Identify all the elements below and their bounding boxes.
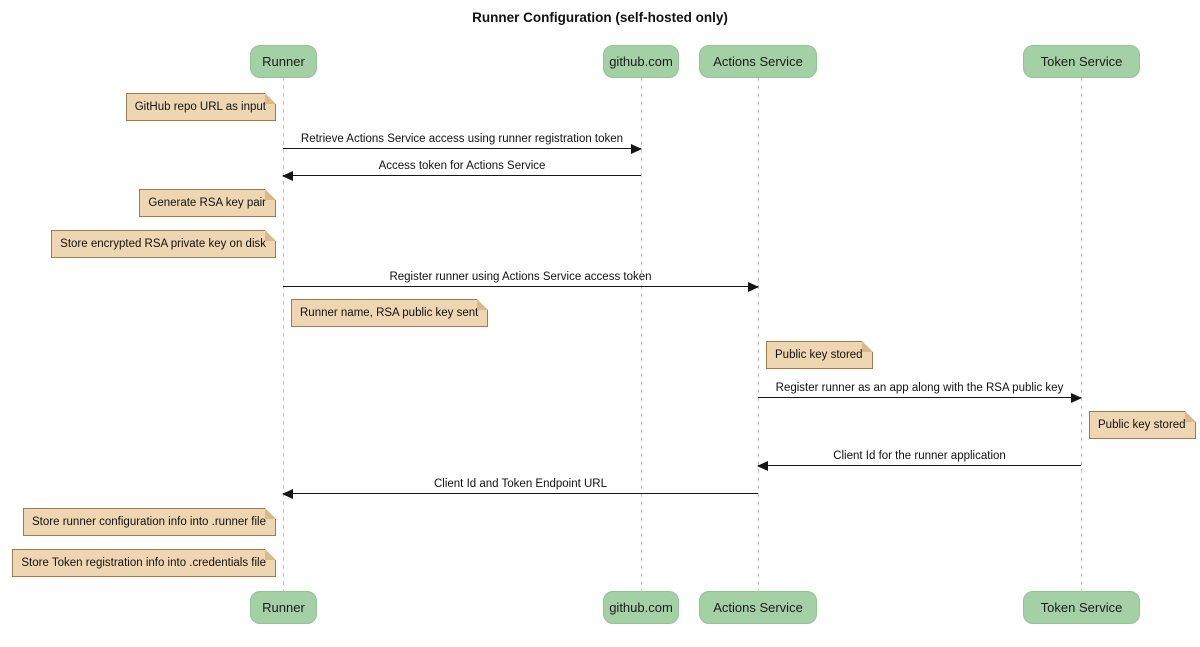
note-store-credentials-file: Store Token registration info into .cred… — [12, 549, 276, 577]
note-store-runner-file: Store runner configuration info into .ru… — [23, 508, 276, 536]
arrowhead-left-icon — [282, 171, 293, 181]
note-public-key-stored-token: Public key stored — [1089, 411, 1196, 439]
arrow-line — [283, 175, 641, 176]
actor-label: Token Service — [1040, 54, 1123, 69]
actor-label: Actions Service — [713, 600, 803, 615]
message-label: Register runner using Actions Service ac… — [389, 271, 652, 283]
actor-box-runner-bottom: Runner — [250, 591, 317, 624]
actor-label: Runner — [262, 54, 305, 69]
actor-label: github.com — [609, 600, 673, 615]
arrow-line — [283, 148, 641, 149]
note-text: Generate RSA key pair — [148, 197, 266, 209]
note-text: Store runner configuration info into .ru… — [32, 516, 266, 528]
arrowhead-left-icon — [757, 461, 768, 471]
actor-box-github-top: github.com — [603, 45, 679, 78]
arrowhead-right-icon — [748, 282, 759, 292]
actor-box-token-service-top: Token Service — [1023, 45, 1140, 78]
actor-label: Actions Service — [713, 54, 803, 69]
arrow-line — [283, 493, 758, 494]
note-text: Public key stored — [1098, 419, 1186, 431]
arrowhead-right-icon — [1071, 393, 1082, 403]
actor-box-actions-service-bottom: Actions Service — [699, 591, 817, 624]
arrow-line — [283, 286, 758, 287]
message-label: Register runner as an app along with the… — [775, 382, 1064, 394]
lifeline-github — [641, 77, 642, 591]
note-text: Store encrypted RSA private key on disk — [60, 238, 266, 250]
message-register-runner: Register runner using Actions Service ac… — [283, 269, 759, 292]
lifeline-token-service — [1081, 77, 1082, 591]
arrowhead-left-icon — [282, 489, 293, 499]
arrow-line — [758, 397, 1081, 398]
note-store-private-key: Store encrypted RSA private key on disk — [51, 230, 276, 258]
actor-box-github-bottom: github.com — [603, 591, 679, 624]
actor-label: Token Service — [1040, 600, 1123, 615]
note-text: Public key stored — [775, 349, 863, 361]
lifeline-actions-service — [758, 77, 759, 591]
note-public-key-stored-actions: Public key stored — [766, 341, 873, 369]
message-label: Client Id and Token Endpoint URL — [433, 478, 608, 490]
note-text: Store Token registration info into .cred… — [21, 557, 266, 569]
actor-box-runner-top: Runner — [250, 45, 317, 78]
message-label: Access token for Actions Service — [378, 160, 546, 172]
arrow-line — [758, 465, 1081, 466]
note-github-repo-url: GitHub repo URL as input — [125, 93, 277, 121]
note-generate-rsa: Generate RSA key pair — [139, 189, 276, 217]
arrowhead-right-icon — [631, 144, 642, 154]
message-client-id: Client Id for the runner application — [757, 448, 1081, 471]
lifeline-runner — [283, 77, 284, 591]
message-label: Client Id for the runner application — [833, 450, 1006, 462]
note-text: Runner name, RSA public key sent — [300, 307, 479, 319]
message-label: Retrieve Actions Service access using ru… — [300, 133, 624, 145]
actor-box-actions-service-top: Actions Service — [699, 45, 817, 78]
actor-box-token-service-bottom: Token Service — [1023, 591, 1140, 624]
actor-label: Runner — [262, 600, 305, 615]
message-access-token: Access token for Actions Service — [282, 158, 641, 181]
note-runner-name-sent: Runner name, RSA public key sent — [291, 299, 489, 327]
message-client-id-endpoint: Client Id and Token Endpoint URL — [282, 476, 758, 499]
note-text: GitHub repo URL as input — [134, 101, 266, 113]
diagram-title: Runner Configuration (self-hosted only) — [472, 10, 728, 25]
actor-label: github.com — [609, 54, 673, 69]
message-retrieve-actions-access: Retrieve Actions Service access using ru… — [283, 131, 642, 154]
message-register-runner-app: Register runner as an app along with the… — [758, 380, 1082, 403]
